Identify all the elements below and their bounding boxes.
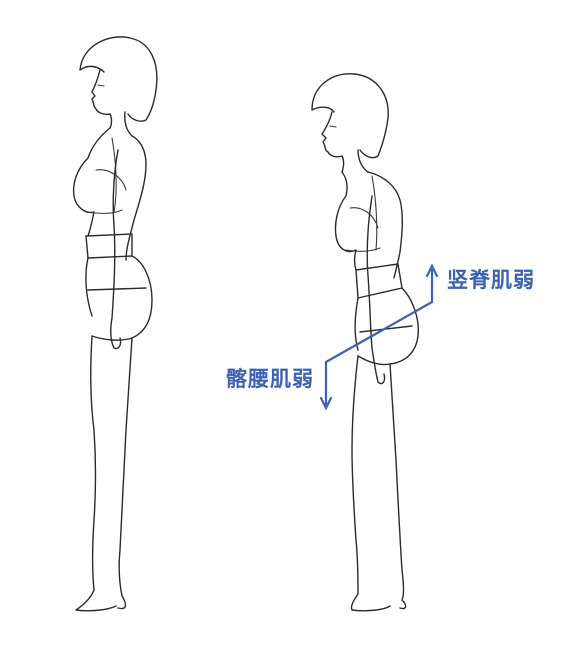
hair-left	[79, 36, 158, 122]
hip-arrow-head	[319, 396, 333, 411]
iliopsoas-weak-label: 髂腰肌弱	[226, 367, 314, 391]
erector-spinae-weak-label: 竖脊肌弱	[447, 268, 535, 292]
legs-left	[75, 335, 133, 612]
pelvic-tilt-annotation	[319, 263, 439, 411]
neck-right	[357, 149, 369, 173]
figure-pelvic-tilt-posture	[311, 73, 419, 612]
pelvic-tilt-line	[324, 300, 434, 364]
torso-right	[334, 171, 403, 279]
bra-right	[345, 175, 381, 252]
waistband-right	[355, 263, 403, 299]
hips-left	[85, 255, 153, 341]
figure-normal-posture	[72, 36, 158, 612]
torso-left	[72, 127, 147, 261]
face-right	[321, 111, 345, 173]
legs-right	[350, 355, 407, 612]
face-left	[91, 69, 113, 129]
eye-left	[97, 84, 105, 87]
arm-left	[109, 149, 122, 350]
erector-arrow-head	[425, 263, 439, 278]
waistband-left	[85, 233, 133, 259]
arm-right	[366, 195, 386, 385]
eye-right	[329, 125, 337, 128]
hair-right	[311, 73, 389, 159]
hips-right	[354, 287, 419, 366]
neck-left	[124, 111, 133, 137]
